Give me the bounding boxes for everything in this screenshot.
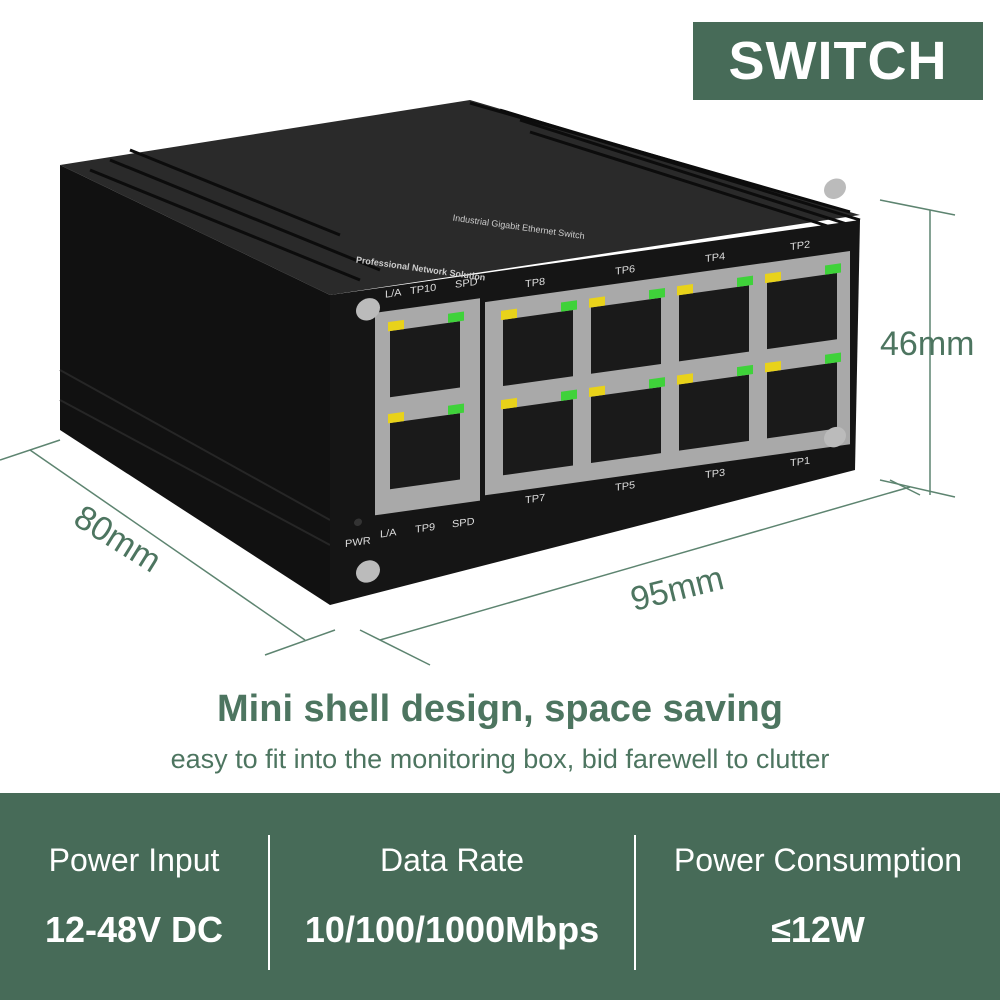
led-yellow bbox=[501, 308, 517, 321]
rj45-port[interactable] bbox=[767, 273, 837, 350]
label-tp10: TP10 bbox=[410, 282, 436, 297]
led-green bbox=[737, 275, 753, 288]
screw-icon bbox=[824, 178, 846, 199]
rj45-port[interactable] bbox=[503, 399, 573, 476]
port-cage-right bbox=[485, 250, 850, 496]
led-yellow bbox=[677, 284, 693, 296]
led-yellow bbox=[765, 271, 781, 284]
dimension-lines bbox=[0, 199, 956, 666]
device-side-face bbox=[60, 165, 330, 605]
subline: easy to fit into the monitoring box, bid… bbox=[170, 744, 830, 774]
led-yellow bbox=[388, 319, 404, 332]
label-tp3: TP3 bbox=[705, 467, 725, 481]
rj45-port[interactable] bbox=[503, 310, 573, 387]
divider bbox=[268, 835, 270, 970]
spec-power-consumption: Power Consumption ≤12W bbox=[673, 842, 963, 950]
led-yellow bbox=[589, 385, 605, 398]
label-tp4: TP4 bbox=[705, 251, 725, 265]
led-green bbox=[649, 377, 665, 389]
label-spd-bottom: SPD bbox=[452, 516, 475, 531]
rj45-port[interactable] bbox=[390, 321, 460, 398]
label-tp6: TP6 bbox=[615, 263, 635, 277]
led-yellow bbox=[501, 397, 517, 410]
screw-icon bbox=[356, 560, 380, 583]
rj45-port[interactable] bbox=[390, 413, 460, 490]
label-la-top: L/A bbox=[385, 287, 402, 301]
switch-badge: SWITCH bbox=[693, 22, 983, 100]
switch-device-image: Industrial Gigabit Ethernet Switch Profe… bbox=[0, 100, 956, 666]
label-tp5: TP5 bbox=[615, 479, 635, 493]
led-green bbox=[448, 403, 464, 415]
led-green bbox=[649, 287, 665, 300]
height-dimension: 46mm bbox=[880, 325, 975, 363]
led-green bbox=[561, 300, 577, 312]
heatsink-fins bbox=[89, 101, 861, 282]
rj45-port[interactable] bbox=[767, 362, 837, 439]
label-tp1: TP1 bbox=[790, 455, 810, 469]
led-yellow bbox=[589, 296, 605, 308]
label-la-bottom: L/A bbox=[380, 527, 397, 541]
led-green bbox=[448, 311, 464, 323]
led-green bbox=[825, 352, 841, 364]
rj45-port[interactable] bbox=[679, 285, 749, 362]
led-green bbox=[737, 364, 753, 377]
led-green bbox=[825, 263, 841, 275]
label-pwr: PWR bbox=[345, 535, 371, 550]
led-yellow bbox=[677, 373, 693, 385]
divider bbox=[634, 835, 636, 970]
label-tp9: TP9 bbox=[415, 521, 435, 535]
label-tp7: TP7 bbox=[525, 492, 545, 506]
port-panel: L/A TP10 SPD PWR L/A TP9 SPD TP8 TP7 TP6… bbox=[345, 178, 850, 583]
device-top-face bbox=[60, 100, 860, 295]
specs-bar: Power Input 12-48V DC Data Rate 10/100/1… bbox=[0, 793, 1000, 1000]
rj45-port[interactable] bbox=[591, 386, 661, 463]
spec-data-rate: Data Rate 10/100/1000Mbps bbox=[304, 842, 600, 950]
rj45-port[interactable] bbox=[591, 297, 661, 374]
screw-icon bbox=[824, 426, 846, 448]
headline: Mini shell design, space saving bbox=[217, 688, 783, 730]
pwr-led bbox=[354, 518, 362, 527]
led-yellow bbox=[388, 411, 404, 424]
spec-power-input: Power Input 12-48V DC bbox=[44, 842, 224, 950]
rj45-port[interactable] bbox=[679, 374, 749, 451]
led-yellow bbox=[765, 360, 781, 373]
label-spd-top: SPD bbox=[455, 276, 478, 291]
label-tp2: TP2 bbox=[790, 239, 810, 253]
led-green bbox=[561, 389, 577, 401]
screw-icon bbox=[356, 298, 380, 321]
label-tp8: TP8 bbox=[525, 276, 545, 290]
